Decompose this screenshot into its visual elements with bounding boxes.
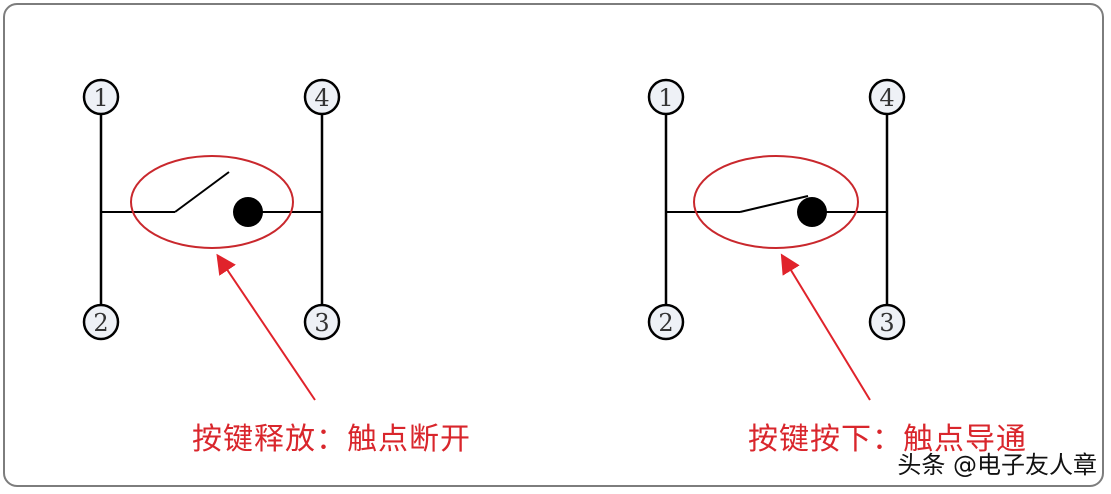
pin-4: 4 [868, 78, 906, 116]
svg-text:4: 4 [314, 84, 329, 112]
svg-text:3: 3 [314, 309, 329, 337]
pin-3: 3 [868, 303, 906, 341]
highlight-ellipse [130, 155, 294, 249]
released-switch-diagram: 1 4 2 3 [82, 78, 341, 401]
pressed-switch-diagram: 1 4 2 3 [647, 78, 906, 401]
diagram-frame [3, 3, 1104, 487]
pin-2: 2 [82, 303, 120, 341]
svg-text:2: 2 [93, 309, 108, 337]
pin-2: 2 [647, 303, 685, 341]
pin-1: 1 [82, 78, 120, 116]
pressed-caption: 按键按下：触点导通 [748, 422, 1027, 457]
svg-text:4: 4 [879, 84, 894, 112]
svg-text:1: 1 [93, 84, 108, 112]
pin-1: 1 [647, 78, 685, 116]
pointer-arrow [780, 253, 871, 401]
contact-dot [797, 197, 827, 227]
svg-text:1: 1 [658, 84, 673, 112]
pin-4: 4 [303, 78, 341, 116]
contact-dot [233, 197, 263, 227]
svg-text:3: 3 [879, 309, 894, 337]
highlight-ellipse [693, 155, 859, 249]
released-caption: 按键释放：触点断开 [192, 422, 471, 457]
watermark: 头条 @电子友人章 [897, 451, 1097, 479]
pointer-arrow [216, 253, 316, 401]
svg-text:2: 2 [658, 309, 673, 337]
pin-3: 3 [303, 303, 341, 341]
